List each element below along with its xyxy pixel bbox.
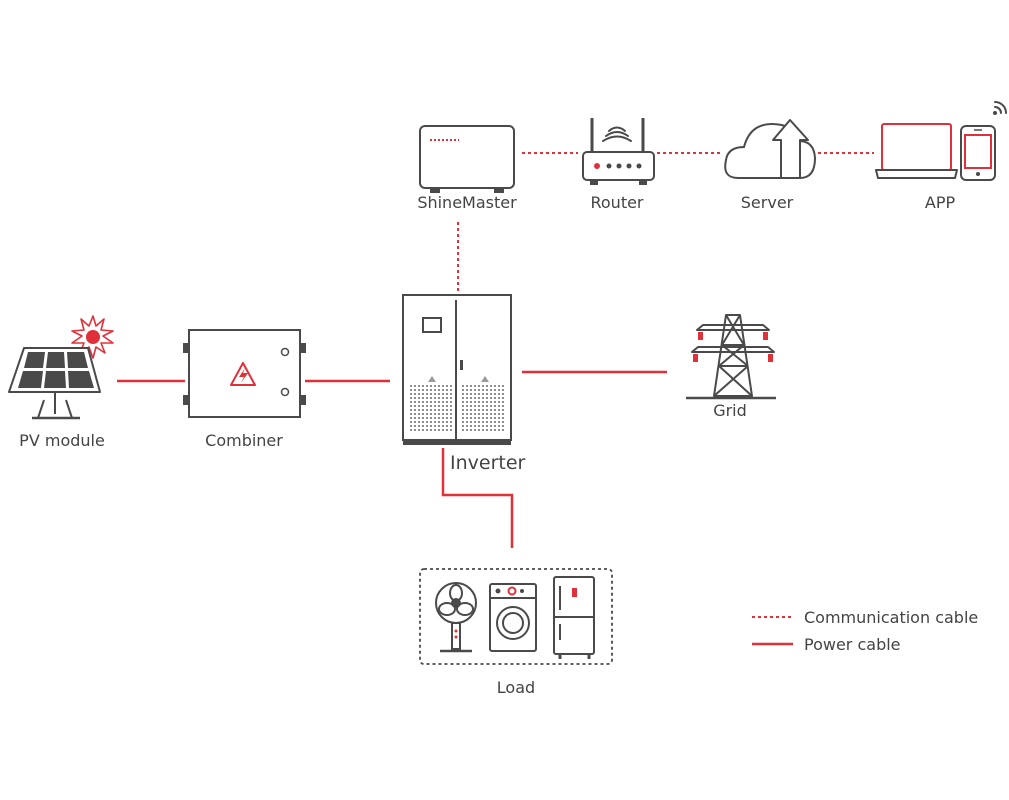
cable-inverter-load xyxy=(441,448,514,548)
grid-insulators xyxy=(693,332,773,362)
power-cables xyxy=(117,370,667,548)
pv-module-label: PV module xyxy=(19,431,105,450)
server-cloud-icon xyxy=(724,119,817,179)
load-group xyxy=(419,568,613,665)
inverter-label: Inverter xyxy=(450,452,526,474)
high-voltage-warning-icon xyxy=(230,362,256,386)
phone-icon xyxy=(960,125,996,181)
combiner-label: Combiner xyxy=(205,431,283,450)
app-devices xyxy=(875,101,1007,181)
shinemaster-label: ShineMaster xyxy=(417,193,517,212)
combiner-box xyxy=(183,329,306,418)
wifi-signal-icon xyxy=(993,101,1007,115)
router-label: Router xyxy=(590,193,643,212)
pv-module-icon xyxy=(8,315,114,420)
upload-arrow-icon xyxy=(772,119,809,179)
server-label: Server xyxy=(741,193,794,212)
router-device xyxy=(582,118,655,185)
shinemaster-body xyxy=(419,125,515,189)
inverter-display xyxy=(422,317,442,333)
inverter-cabinet xyxy=(402,294,512,445)
shinemaster-foot-left xyxy=(430,188,440,193)
shinemaster-foot-right xyxy=(494,188,504,193)
shinemaster-device xyxy=(419,125,515,193)
refrigerator-icon xyxy=(553,576,595,659)
fan-icon xyxy=(435,582,477,653)
washing-machine-icon xyxy=(489,583,537,652)
legend-communication-label: Communication cable xyxy=(804,608,978,627)
grid-label: Grid xyxy=(713,401,747,420)
legend: Communication cable Power cable xyxy=(752,608,978,654)
communication-cables xyxy=(457,152,874,292)
load-dashed-border xyxy=(419,568,613,665)
laptop-icon xyxy=(875,123,958,179)
load-label: Load xyxy=(497,678,535,697)
grid-tower-icon xyxy=(686,314,776,400)
legend-power-label: Power cable xyxy=(804,635,901,654)
wifi-icon xyxy=(602,126,632,142)
app-label: APP xyxy=(925,193,956,212)
